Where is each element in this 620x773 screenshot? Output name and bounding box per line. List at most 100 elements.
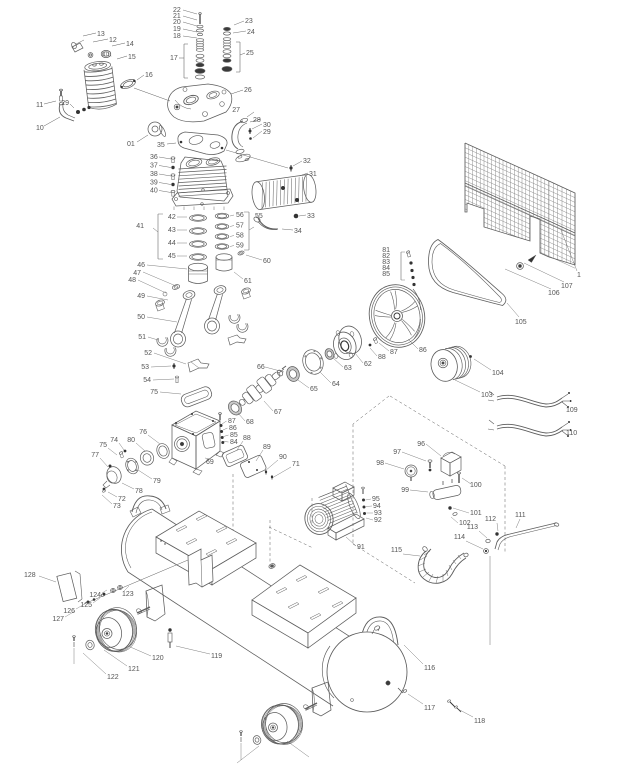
svg-text:39: 39 — [150, 180, 158, 187]
svg-text:48: 48 — [128, 277, 136, 284]
svg-text:68: 68 — [246, 419, 254, 426]
svg-text:17: 17 — [170, 55, 178, 62]
svg-text:38: 38 — [150, 171, 158, 178]
svg-text:35: 35 — [157, 142, 165, 149]
svg-text:73: 73 — [113, 503, 121, 510]
svg-text:1: 1 — [577, 272, 581, 279]
svg-text:63: 63 — [344, 365, 352, 372]
svg-text:76: 76 — [139, 429, 147, 436]
svg-text:111: 111 — [515, 512, 526, 519]
svg-text:114: 114 — [454, 534, 465, 541]
svg-text:96: 96 — [417, 441, 425, 448]
svg-text:50: 50 — [137, 314, 145, 321]
svg-text:83: 83 — [382, 259, 390, 266]
svg-text:81: 81 — [382, 247, 390, 254]
svg-text:91: 91 — [357, 544, 365, 551]
svg-text:66: 66 — [257, 364, 265, 371]
svg-text:124: 124 — [89, 592, 101, 599]
svg-text:102: 102 — [459, 520, 471, 527]
svg-text:88: 88 — [243, 435, 251, 442]
svg-text:45: 45 — [168, 253, 176, 260]
svg-text:121: 121 — [128, 666, 140, 673]
svg-text:69: 69 — [206, 459, 214, 466]
svg-text:79: 79 — [153, 478, 161, 485]
svg-text:84: 84 — [230, 439, 238, 446]
svg-text:85: 85 — [382, 271, 390, 278]
svg-text:28: 28 — [253, 117, 261, 124]
svg-text:22: 22 — [173, 7, 181, 14]
svg-text:110: 110 — [566, 430, 577, 437]
svg-text:85: 85 — [230, 432, 238, 439]
svg-text:97: 97 — [393, 449, 401, 456]
svg-text:58: 58 — [236, 233, 244, 240]
svg-text:106: 106 — [548, 290, 560, 297]
svg-text:29: 29 — [61, 100, 69, 107]
svg-text:105: 105 — [515, 319, 527, 326]
svg-text:122: 122 — [107, 674, 119, 681]
svg-text:52: 52 — [144, 350, 152, 357]
svg-text:90: 90 — [279, 454, 287, 461]
svg-text:12: 12 — [109, 37, 117, 44]
svg-text:47: 47 — [133, 270, 141, 277]
svg-text:128: 128 — [24, 572, 36, 579]
svg-text:30: 30 — [263, 122, 271, 129]
svg-text:67: 67 — [274, 409, 282, 416]
svg-text:40: 40 — [150, 188, 158, 195]
svg-text:62: 62 — [364, 361, 372, 368]
svg-text:29: 29 — [263, 129, 271, 136]
svg-text:77: 77 — [91, 452, 99, 459]
svg-text:10: 10 — [36, 125, 44, 132]
svg-text:100: 100 — [470, 482, 482, 489]
svg-text:57: 57 — [236, 223, 244, 230]
svg-text:74: 74 — [110, 437, 118, 444]
svg-text:72: 72 — [118, 496, 126, 503]
svg-text:99: 99 — [401, 487, 409, 494]
svg-text:89: 89 — [263, 444, 271, 451]
svg-text:53: 53 — [141, 364, 149, 371]
svg-text:64: 64 — [332, 381, 340, 388]
svg-text:75: 75 — [99, 442, 107, 449]
svg-text:27: 27 — [232, 107, 240, 114]
svg-text:44: 44 — [168, 240, 176, 247]
svg-text:123: 123 — [122, 591, 134, 598]
svg-text:65: 65 — [310, 386, 318, 393]
svg-text:93: 93 — [374, 510, 382, 517]
svg-text:20: 20 — [173, 19, 181, 26]
svg-text:24: 24 — [247, 29, 255, 36]
svg-text:25: 25 — [246, 50, 254, 57]
svg-text:82: 82 — [382, 253, 390, 260]
svg-text:117: 117 — [424, 705, 435, 712]
svg-text:49: 49 — [137, 293, 145, 300]
svg-text:33: 33 — [307, 213, 315, 220]
svg-text:95: 95 — [372, 496, 380, 503]
svg-text:16: 16 — [145, 72, 153, 79]
svg-text:61: 61 — [244, 278, 252, 285]
svg-text:13: 13 — [97, 31, 105, 38]
svg-text:31: 31 — [309, 171, 317, 178]
svg-text:54: 54 — [143, 377, 151, 384]
svg-text:37: 37 — [150, 163, 158, 170]
svg-text:18: 18 — [173, 33, 181, 40]
svg-text:32: 32 — [303, 158, 311, 165]
svg-text:115: 115 — [391, 547, 402, 554]
svg-text:46: 46 — [137, 262, 145, 269]
svg-text:116: 116 — [424, 665, 435, 672]
svg-text:120: 120 — [152, 655, 164, 662]
svg-text:71: 71 — [292, 461, 300, 468]
svg-text:26: 26 — [244, 87, 252, 94]
svg-text:107: 107 — [561, 283, 573, 290]
svg-text:42: 42 — [168, 214, 176, 221]
svg-text:75: 75 — [150, 389, 158, 396]
svg-text:103: 103 — [481, 392, 493, 399]
svg-text:21: 21 — [173, 13, 181, 20]
svg-text:15: 15 — [128, 54, 136, 61]
svg-text:125: 125 — [80, 602, 92, 609]
svg-text:80: 80 — [127, 437, 135, 444]
svg-text:78: 78 — [135, 488, 143, 495]
svg-text:87: 87 — [390, 349, 398, 356]
svg-text:14: 14 — [126, 41, 134, 48]
svg-text:56: 56 — [236, 212, 244, 219]
svg-text:88: 88 — [378, 354, 386, 361]
svg-text:86: 86 — [229, 425, 237, 432]
svg-text:55: 55 — [255, 213, 263, 220]
